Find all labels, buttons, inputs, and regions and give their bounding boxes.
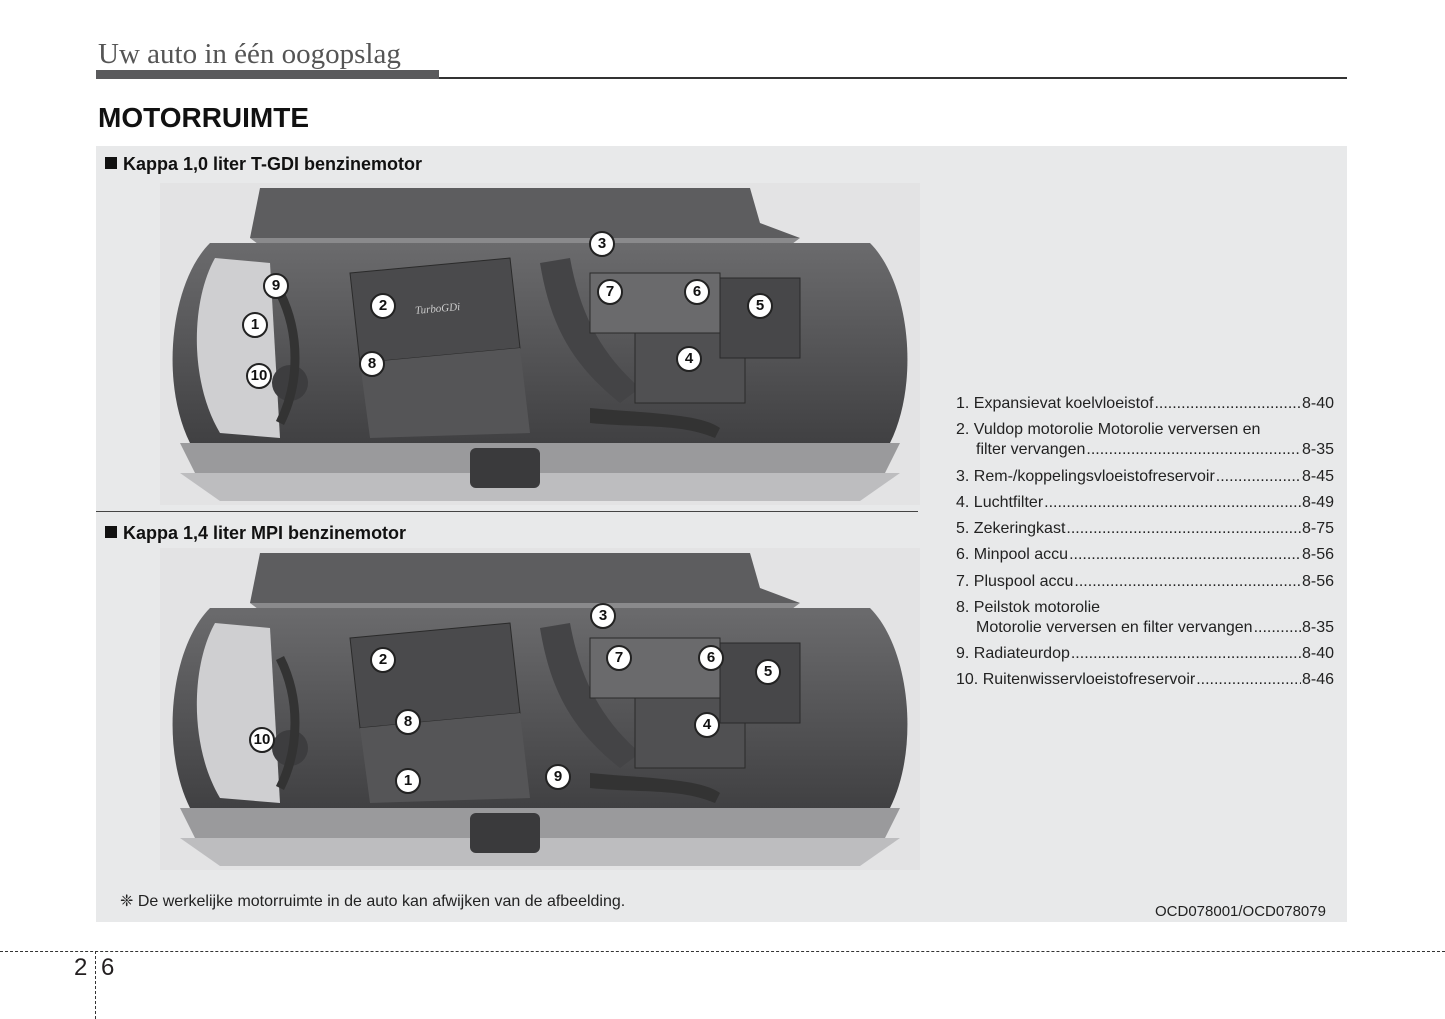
legend-page: 8-45 — [1301, 467, 1334, 485]
legend-label: 7. Pluspool accu — [956, 572, 1074, 590]
callout-3: 3 — [590, 603, 616, 629]
engine-heading-1: Kappa 1,0 liter T-GDI benzinemotor — [105, 154, 422, 175]
callout-2: 2 — [370, 647, 396, 673]
legend-page: 8-75 — [1301, 520, 1334, 538]
legend-item: 3. Rem-/koppelingsvloeistofreservoir 8-45 — [956, 460, 1334, 486]
footnote: ❈ De werkelijke motorruimte in de auto k… — [120, 893, 626, 910]
legend-item: 10. Ruitenwisservloeistofreservoir 8-46 — [956, 664, 1334, 690]
callout-3: 3 — [589, 231, 615, 257]
legend-item: 1. Expansievat koelvloeistof 8-40 — [956, 388, 1334, 414]
legend-page: 8-46 — [1301, 671, 1334, 689]
leader-dots — [1154, 394, 1301, 414]
square-bullet-icon — [105, 157, 117, 169]
legend-label: 1. Expansievat koelvloeistof — [956, 395, 1154, 413]
callout-6: 6 — [684, 279, 710, 305]
callout-9: 9 — [263, 273, 289, 299]
legend-label-cont: filter vervangen — [976, 441, 1086, 459]
legend-page: 8-49 — [1301, 493, 1334, 511]
engine-bay-illustration-mpi: 1 2 3 4 5 6 7 8 9 10 — [160, 548, 920, 870]
legend-label: 3. Rem-/koppelingsvloeistofreservoir — [956, 467, 1215, 485]
legend-label: 6. Minpool accu — [956, 546, 1069, 564]
legend-page: 8-40 — [1301, 645, 1334, 663]
legend-page: 8-56 — [1301, 572, 1334, 590]
legend-item: 8. Peilstok motorolie Motorolie ververse… — [956, 592, 1334, 638]
footer-rule — [0, 951, 1445, 952]
header-bar — [96, 70, 439, 79]
leader-dots — [1044, 493, 1301, 513]
divider — [96, 511, 918, 512]
callout-8: 8 — [395, 709, 421, 735]
callout-4: 4 — [694, 712, 720, 738]
leader-dots — [1066, 519, 1301, 539]
header-rule — [439, 77, 1347, 79]
callout-10: 10 — [249, 727, 275, 753]
leader-dots — [1074, 572, 1301, 592]
leader-dots — [1086, 440, 1301, 460]
leader-dots — [1069, 545, 1301, 565]
callout-2: 2 — [370, 293, 396, 319]
legend-label: 8. Peilstok motorolie — [956, 598, 1101, 616]
callout-4: 4 — [676, 346, 702, 372]
callout-8: 8 — [359, 351, 385, 377]
engine-bay-drawing — [160, 548, 920, 870]
engine-heading-text: Kappa 1,0 liter T-GDI benzinemotor — [123, 154, 423, 174]
legend-label: 5. Zekeringkast — [956, 520, 1066, 538]
legend-item: 5. Zekeringkast 8-75 — [956, 513, 1334, 539]
legend-label: 9. Radiateurdop — [956, 645, 1070, 663]
callout-1: 1 — [242, 312, 268, 338]
callout-7: 7 — [606, 645, 632, 671]
callout-9: 9 — [545, 764, 571, 790]
legend-label: 4. Luchtfilter — [956, 493, 1044, 511]
page-number: 6 — [101, 954, 115, 981]
leader-dots — [1216, 467, 1301, 487]
callout-1: 1 — [395, 768, 421, 794]
legend-item: 7. Pluspool accu 8-56 — [956, 565, 1334, 591]
leader-dots — [1196, 670, 1301, 690]
callout-5: 5 — [755, 659, 781, 685]
callout-5: 5 — [747, 293, 773, 319]
legend-page: 8-35 — [1301, 618, 1334, 636]
engine-heading-text: Kappa 1,4 liter MPI benzinemotor — [123, 523, 407, 543]
engine-bay-drawing — [160, 183, 920, 505]
page-title: MOTORRUIMTE — [98, 102, 310, 133]
callout-7: 7 — [597, 279, 623, 305]
chapter-number: 2 — [74, 954, 88, 981]
chapter-title: Uw auto in één oogopslag — [98, 38, 401, 70]
legend-page: 8-35 — [1301, 441, 1334, 459]
legend-item: 2. Vuldop motorolie Motorolie verversen … — [956, 414, 1334, 460]
leader-dots — [1254, 618, 1301, 638]
legend-item: 6. Minpool accu 8-56 — [956, 539, 1334, 565]
legend-item: 4. Luchtfilter 8-49 — [956, 487, 1334, 513]
legend-label: 10. Ruitenwisservloeistofreservoir — [956, 671, 1196, 689]
leader-dots — [1071, 644, 1301, 664]
legend-page: 8-40 — [1301, 395, 1334, 413]
legend-page: 8-56 — [1301, 546, 1334, 564]
engine-heading-2: Kappa 1,4 liter MPI benzinemotor — [105, 523, 406, 544]
square-bullet-icon — [105, 526, 117, 538]
legend-item: 9. Radiateurdop 8-40 — [956, 638, 1334, 664]
callout-10: 10 — [246, 363, 272, 389]
footer-separator — [95, 951, 96, 1019]
callout-6: 6 — [698, 645, 724, 671]
legend-label-cont: Motorolie verversen en filter vervangen — [976, 618, 1253, 636]
legend-label: 2. Vuldop motorolie Motorolie verversen … — [956, 421, 1261, 439]
parts-legend: 1. Expansievat koelvloeistof 8-40 2. Vuldo… — [956, 388, 1334, 690]
image-code: OCD078001/OCD078079 — [1155, 903, 1326, 920]
